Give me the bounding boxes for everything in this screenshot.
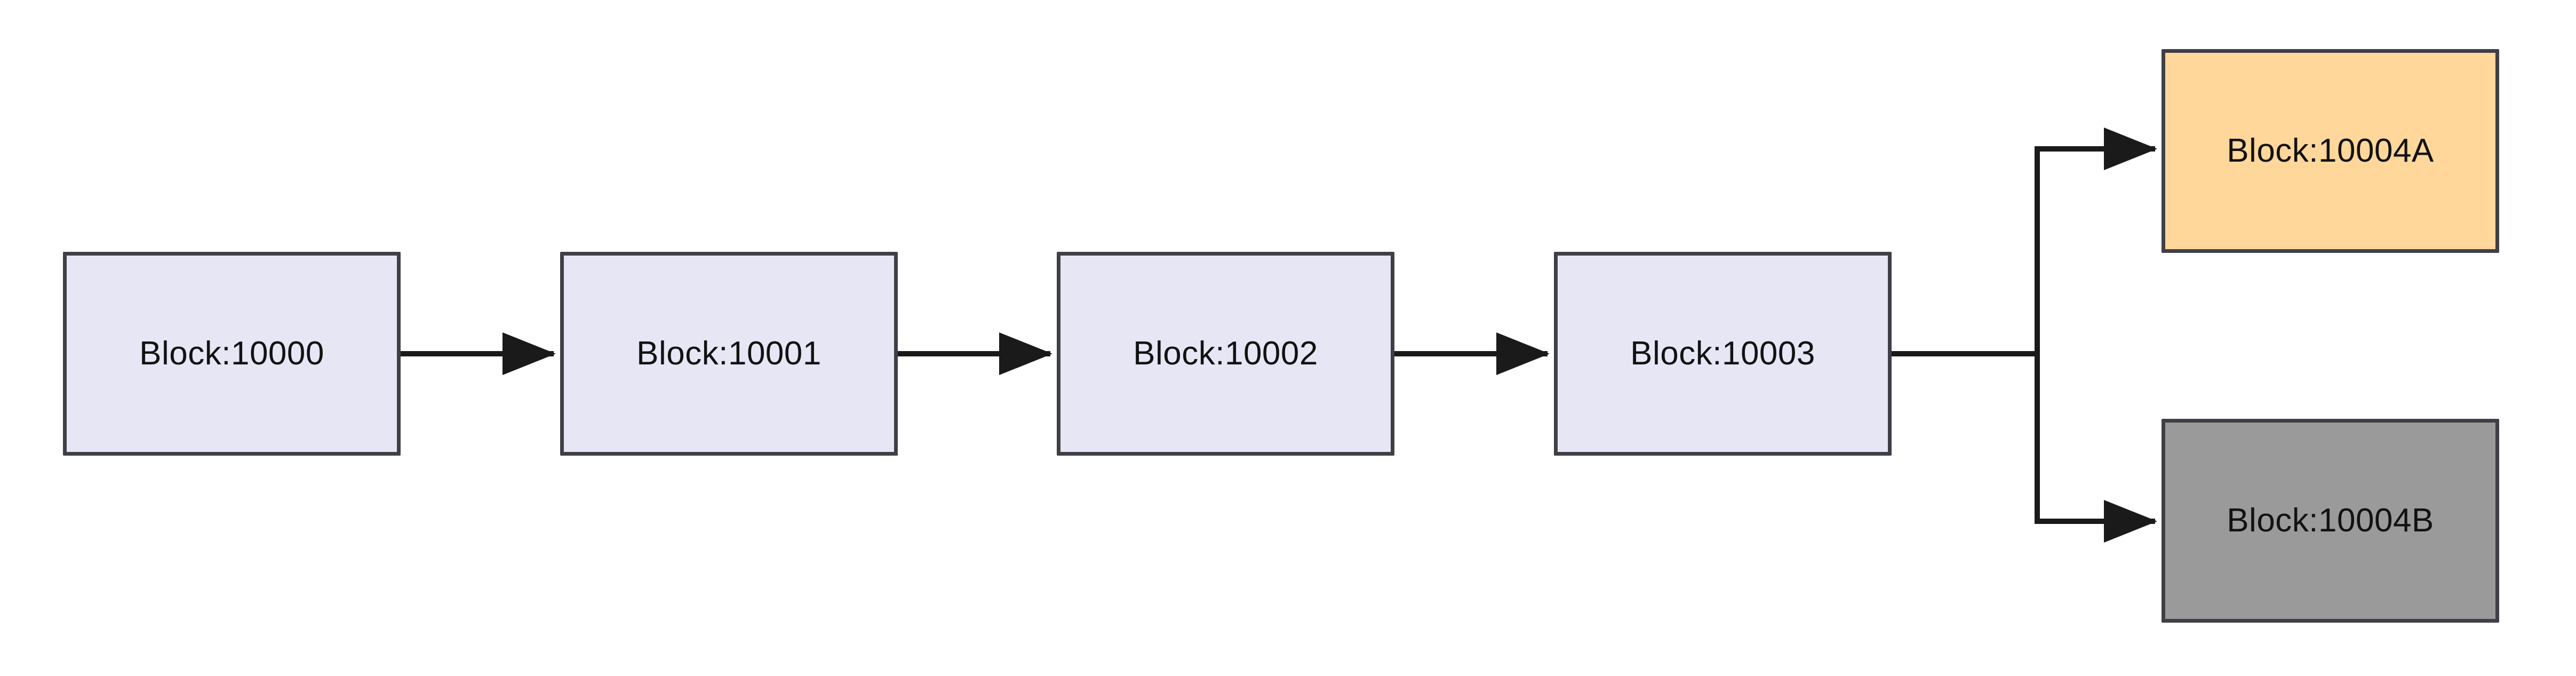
edge-10003-to-10004a bbox=[1892, 128, 2157, 356]
node-label: Block:10004B bbox=[2227, 502, 2434, 539]
node-block-10003[interactable]: Block:10003 bbox=[1554, 252, 1892, 456]
node-block-10004a[interactable]: Block:10004A bbox=[2162, 49, 2499, 253]
node-block-10002[interactable]: Block:10002 bbox=[1057, 252, 1394, 456]
node-label: Block:10001 bbox=[636, 335, 822, 372]
node-label: Block:10002 bbox=[1133, 335, 1318, 372]
node-label: Block:10004A bbox=[2227, 132, 2434, 169]
node-label: Block:10000 bbox=[139, 335, 324, 372]
node-label: Block:10003 bbox=[1630, 335, 1815, 372]
edge-10003-to-10004b bbox=[2035, 354, 2157, 543]
node-block-10001[interactable]: Block:10001 bbox=[560, 252, 898, 456]
node-block-10000[interactable]: Block:10000 bbox=[63, 252, 401, 456]
node-block-10004b[interactable]: Block:10004B bbox=[2162, 419, 2499, 623]
